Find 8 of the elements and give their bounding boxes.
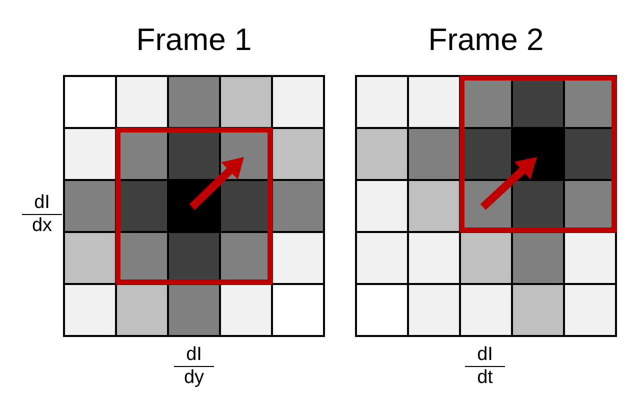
fraction-denominator: dx (30, 215, 54, 237)
fraction-numerator: dI (174, 344, 214, 367)
fraction-denominator: dy (182, 367, 206, 389)
frame-heading: Frame 2 (427, 22, 545, 58)
fraction-numerator: dI (465, 344, 505, 367)
frame-heading: Frame 1 (135, 22, 253, 58)
fraction-numerator: dI (22, 192, 62, 215)
fraction-denominator: dt (476, 367, 494, 389)
